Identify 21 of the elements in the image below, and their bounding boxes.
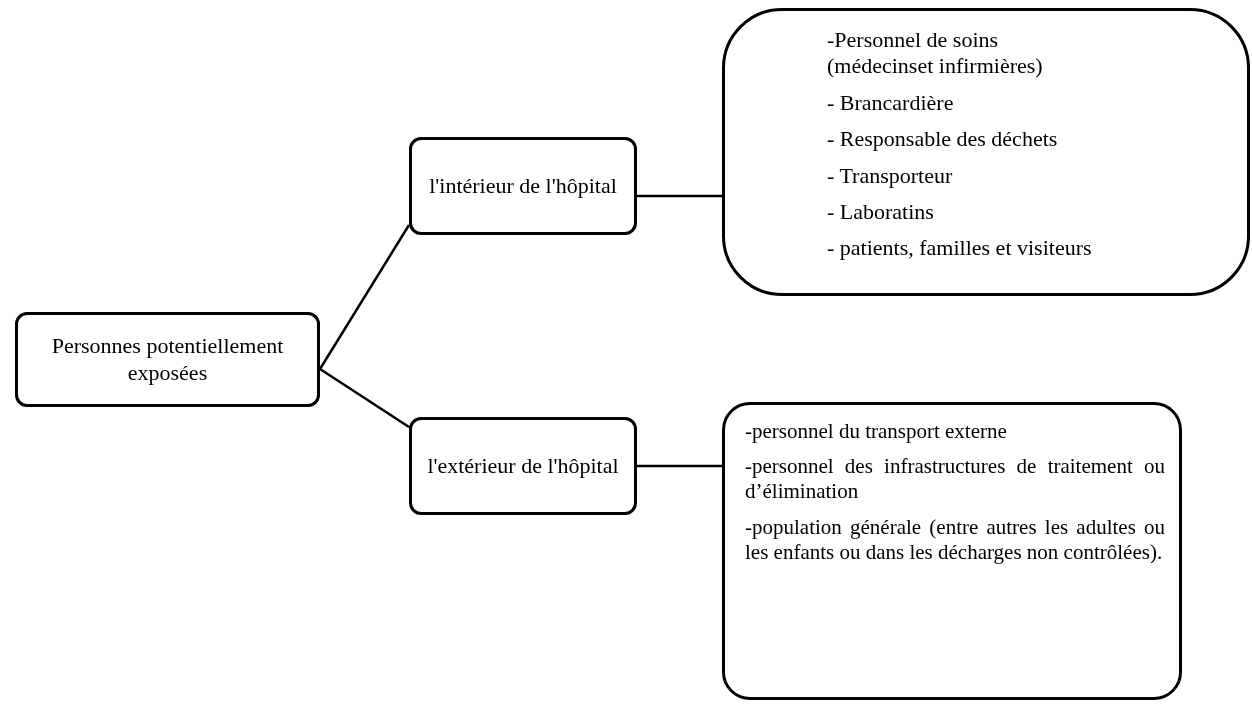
connector-line [319,367,410,429]
list-item: -personnel des infrastructures de traitement ou d’élimination [745,454,1165,505]
list-item: -population générale (entre autres les adultes ou les enfants ou dans les décharges non contrôlées). [745,514,1165,565]
list-item: - Responsable des déchets [827,126,1059,153]
box-label: Personnes potentiellement exposées [50,333,285,386]
connector-line [637,464,722,468]
list-item: -personnel du transport externe [745,419,1008,445]
connector-line [637,194,722,198]
box-label: l'extérieur de l'hôpital [427,452,619,480]
list-item: - Brancardière [827,89,955,117]
list-item: -Personnel de soins (médecinset infirmières) [827,27,1044,80]
rounded-list-box [722,402,1182,700]
rounded-box [15,312,320,407]
list-item: - patients, familles et visiteurs [827,235,1093,262]
box-label: l'intérieur de l'hôpital [429,172,617,200]
list-item: - Transporteur [827,162,954,189]
list-item: - Laboratins [827,198,935,226]
rounded-list-box [722,8,1250,296]
rounded-box [409,417,637,515]
connector-line [318,224,411,370]
rounded-box [409,137,637,235]
